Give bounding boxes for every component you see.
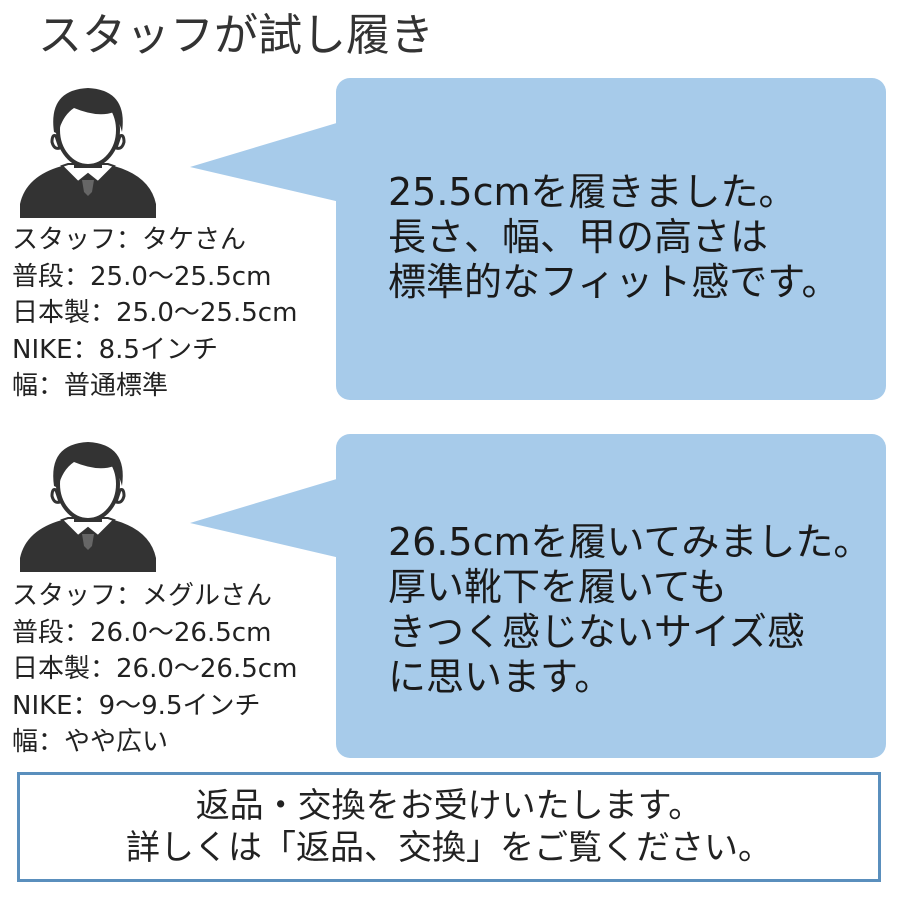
staff-avatar-icon bbox=[18, 84, 158, 218]
profile-japan-size: 日本製：25.0〜25.5cm bbox=[12, 298, 298, 328]
comment-line: 標準的なフィット感です。 bbox=[388, 260, 840, 304]
speech-bubble-tail bbox=[190, 478, 340, 558]
profile-name: スタッフ：メグルさん bbox=[12, 581, 273, 611]
comment-line: きつく感じないサイズ感 bbox=[388, 610, 805, 654]
speech-bubble: 25.5cmを履きました。 長さ、幅、甲の高さは 標準的なフィット感です。 bbox=[336, 78, 886, 400]
profile-usual-size: 普段：26.0〜26.5cm bbox=[12, 617, 272, 648]
comment-line: 長さ、幅、甲の高さは bbox=[388, 215, 769, 259]
speech-bubble: 26.5cmを履いてみました。 厚い靴下を履いても きつく感じないサイズ感 に思… bbox=[336, 434, 886, 758]
profile-usual-size: 普段：25.0〜25.5cm bbox=[12, 261, 272, 292]
staff-profile: スタッフ：メグルさん 普段：26.0〜26.5cm 日本製：26.0〜26.5c… bbox=[12, 578, 332, 761]
comment-line: 25.5cmを履きました。 bbox=[388, 170, 797, 214]
profile-nike-size: NIKE：8.5インチ bbox=[12, 334, 218, 365]
profile-japan-size: 日本製：26.0〜26.5cm bbox=[12, 654, 298, 684]
comment-line: 26.5cmを履いてみました。 bbox=[388, 520, 872, 564]
profile-nike-size: NIKE：9〜9.5インチ bbox=[12, 690, 261, 721]
profile-width: 幅：普通標準 bbox=[12, 371, 169, 401]
staff-comment: 25.5cmを履きました。 長さ、幅、甲の高さは 標準的なフィット感です。 bbox=[388, 170, 866, 305]
profile-width: 幅：やや広い bbox=[12, 727, 169, 757]
speech-bubble-tail bbox=[190, 122, 340, 202]
comment-line: に思います。 bbox=[388, 655, 613, 699]
page-title: スタッフが試し履き bbox=[38, 10, 434, 61]
staff-profile: スタッフ：タケさん 普段：25.0〜25.5cm 日本製：25.0〜25.5cm… bbox=[12, 222, 332, 405]
notice-line-2: 詳しくは「返品、交換」をご覧ください。 bbox=[126, 828, 772, 868]
profile-name: スタッフ：タケさん bbox=[12, 225, 247, 255]
return-exchange-notice: 返品・交換をお受けいたします。 詳しくは「返品、交換」をご覧ください。 bbox=[17, 772, 881, 882]
staff-avatar-icon bbox=[18, 438, 158, 572]
comment-line: 厚い靴下を履いても bbox=[388, 565, 727, 609]
staff-comment: 26.5cmを履いてみました。 厚い靴下を履いても きつく感じないサイズ感 に思… bbox=[388, 520, 872, 700]
notice-line-1: 返品・交換をお受けいたします。 bbox=[195, 786, 703, 826]
